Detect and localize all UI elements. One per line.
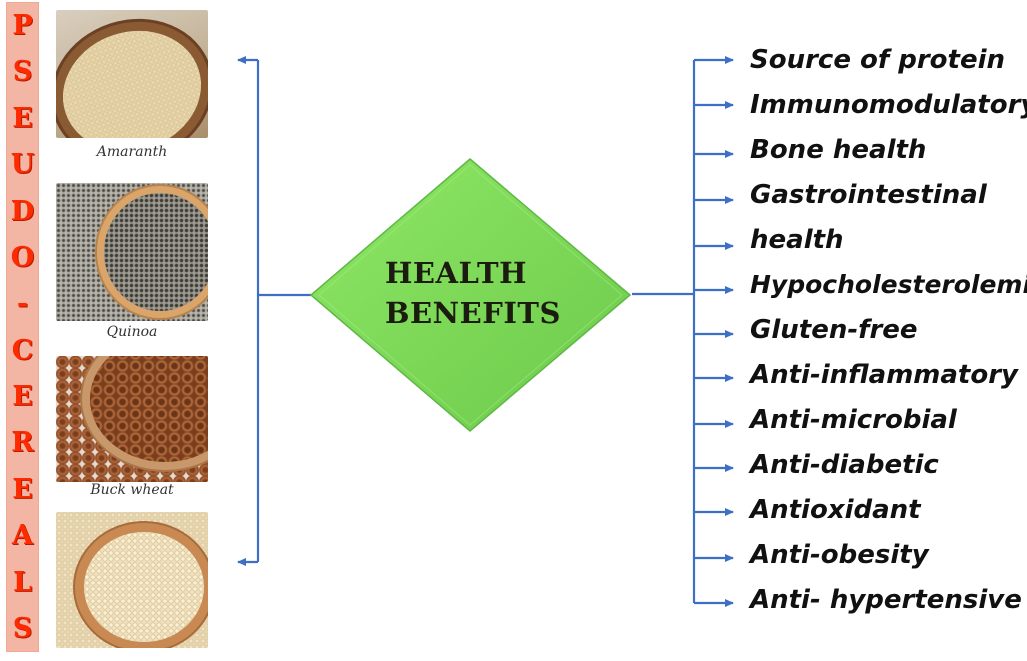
benefit-item: Antioxidant (750, 495, 921, 525)
benefit-item: Anti-inflammatory (750, 360, 1018, 390)
diamond-title: HEALTH BENEFITS (385, 253, 555, 333)
benefit-item: Anti- hypertensive (750, 585, 1022, 615)
benefit-item: Source of protein (750, 45, 1005, 75)
benefit-item: Bone health (750, 135, 926, 165)
benefit-item: Anti-obesity (750, 540, 929, 570)
benefit-item: Immunomodulatory (750, 90, 1027, 120)
benefit-item: Hypocholesterolemic (750, 270, 1027, 300)
benefit-item: Gastrointestinal (750, 180, 987, 210)
benefit-item: Anti-microbial (750, 405, 957, 435)
benefit-item: Anti-diabetic (750, 450, 939, 480)
diamond-title-line-1: HEALTH (385, 253, 555, 293)
benefit-item: health (750, 225, 844, 255)
benefit-item: Gluten-free (750, 315, 918, 345)
diamond-title-line-2: BENEFITS (385, 293, 555, 333)
